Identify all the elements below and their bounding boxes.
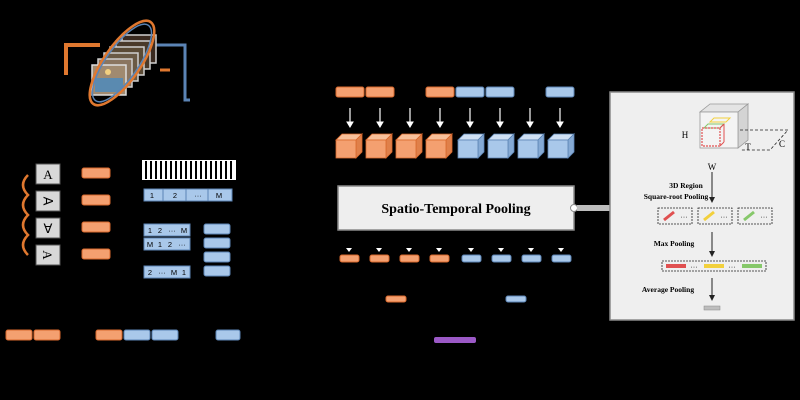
top-feature-row <box>335 86 575 98</box>
depth-dashed-outline <box>740 129 789 151</box>
down-arrow-icon <box>496 108 504 128</box>
index-cell: 1 <box>158 240 162 249</box>
orange-cube <box>365 133 393 159</box>
down-arrow-icon <box>436 108 444 128</box>
index-row-4: 2 ··· M 1 <box>143 265 191 279</box>
feature-volume <box>698 103 750 149</box>
index-cell: ··· <box>178 240 186 249</box>
time-stripes <box>142 160 236 180</box>
connector-icon <box>570 204 578 212</box>
index-cell: 1 <box>148 226 152 235</box>
down-arrow-icon <box>466 108 474 128</box>
glyph-a-right: ∀ <box>41 196 56 205</box>
orange-cube <box>335 133 363 159</box>
index-cell: ··· <box>194 191 202 200</box>
blue-cube <box>517 133 545 159</box>
index-row-3: M 1 2 ··· <box>143 237 191 251</box>
step3-label: Average Pooling <box>642 285 694 294</box>
ellipsis-text: ··· <box>690 262 698 271</box>
index-cell: 1 <box>182 268 186 277</box>
pooled-output-row <box>339 248 572 263</box>
index-cell: 2 <box>148 268 152 277</box>
index-cell: M <box>171 268 177 277</box>
blue-cube <box>457 133 485 159</box>
blue-frame-bracket <box>150 43 190 102</box>
step2-label: Max Pooling <box>654 239 695 248</box>
temporal-shift-group: 1 2 ··· M 1 2 ··· M M 1 2 ··· 2 ··· M <box>142 160 236 279</box>
max-pooled-features: ··· ··· <box>661 260 767 272</box>
cube-row <box>335 133 575 159</box>
index-row-1: 1 2 ··· M <box>143 188 233 202</box>
axis-c-label: C <box>779 139 785 149</box>
index-cell: 2 <box>168 240 172 249</box>
rotation-glyph-column: A ∀ ∀ A <box>21 163 61 266</box>
ellipsis-text: ··· <box>680 212 688 221</box>
region-features: ··· ··· ··· <box>657 207 773 225</box>
index-cell: 2 <box>158 226 162 235</box>
down-arrow-icon <box>526 108 534 128</box>
glyph-box-up: A <box>35 163 61 185</box>
glyph-a-up: A <box>43 167 53 182</box>
rotation-orbit-blue <box>91 23 153 103</box>
index-cell: M <box>147 240 153 249</box>
pooling-block: Spatio-Temporal Pooling <box>337 185 610 231</box>
blue-cube <box>487 133 515 159</box>
ellipsis-text: ··· <box>720 212 728 221</box>
index-cell: M <box>181 226 187 235</box>
down-arrow-icon <box>556 108 564 128</box>
fused-feature-bar <box>434 337 476 343</box>
step1-label-line2: Square-root Pooling <box>644 192 709 201</box>
aggregate-row <box>385 295 527 343</box>
index-row-2: 1 2 ··· M <box>143 223 191 237</box>
orange-feature-bar <box>81 248 111 260</box>
concat-feature-row <box>5 329 241 341</box>
axis-h-label: H <box>682 130 689 140</box>
axis-w-label: W <box>708 162 717 172</box>
glyph-box-right: ∀ <box>35 190 61 212</box>
orange-frame-bracket <box>64 43 100 75</box>
orange-feature-bar <box>81 167 111 179</box>
axis-t-label: T <box>745 142 751 152</box>
index-cell: M <box>216 191 222 200</box>
index-cell: ··· <box>168 226 176 235</box>
rotation-arrow-icon <box>21 174 30 256</box>
glyph-a-left: A <box>40 250 55 260</box>
down-arrow-icon <box>376 108 384 128</box>
index-cell: 2 <box>173 191 177 200</box>
orange-feature-bar <box>81 194 111 206</box>
index-cell: ··· <box>158 268 166 277</box>
orange-cube <box>425 133 453 159</box>
ellipsis-text: ··· <box>728 262 736 271</box>
down-arrow-icon <box>406 108 414 128</box>
connector-bar <box>577 205 610 211</box>
glyph-box-left: A <box>35 244 61 266</box>
rotation-orbit-orange <box>88 19 156 107</box>
index-output-bars <box>203 223 231 277</box>
orange-cube <box>395 133 423 159</box>
glyph-box-down: ∀ <box>35 217 61 239</box>
ellipsis-text: ··· <box>760 212 768 221</box>
glyph-output-column <box>81 167 111 260</box>
pooling-detail-panel: H T C W 3D Region Square-root Pooling ··… <box>609 91 795 321</box>
video-input-group <box>64 19 190 107</box>
pooling-title: Spatio-Temporal Pooling <box>381 202 530 217</box>
orange-feature-bar <box>81 221 111 233</box>
blue-cube <box>547 133 575 159</box>
down-arrow-icon <box>346 108 354 128</box>
down-arrow-row <box>346 108 564 128</box>
glyph-a-down: ∀ <box>44 221 53 236</box>
index-cell: 1 <box>150 191 154 200</box>
step1-label-line1: 3D Region <box>669 181 703 190</box>
final-pooled-bar <box>703 305 721 311</box>
